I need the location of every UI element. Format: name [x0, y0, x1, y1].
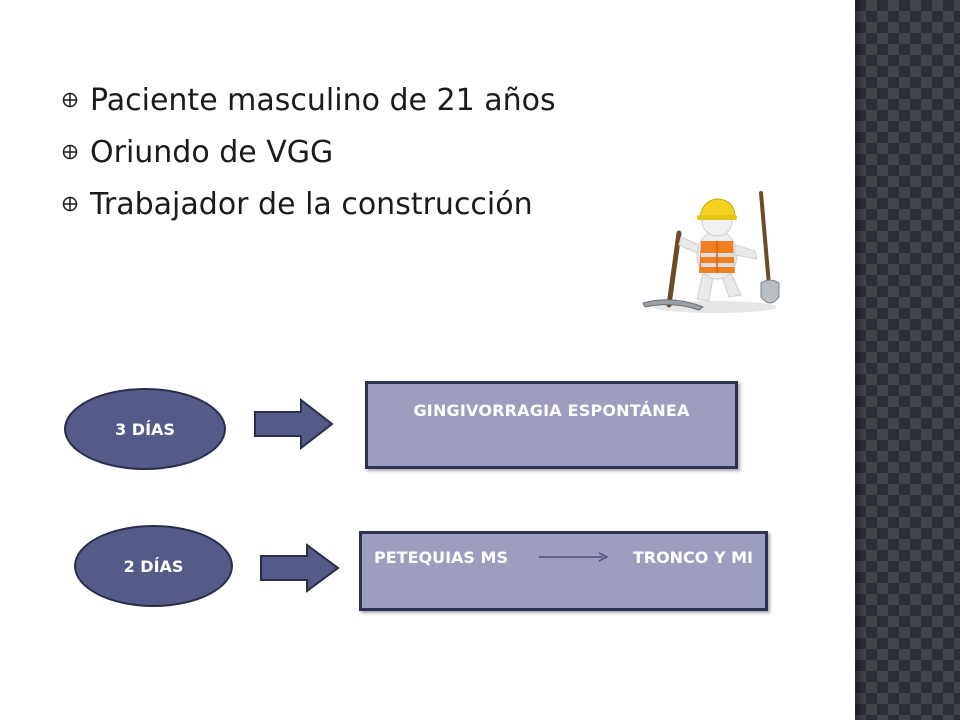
finding-to-text: TRONCO Y MI: [632, 548, 753, 567]
duration-label: 2 DÍAS: [123, 556, 184, 576]
bullet-item: Oriundo de VGG: [62, 126, 556, 178]
duration-ellipse-2-days: 2 DÍAS: [74, 525, 233, 607]
target-bullet-icon: [62, 92, 78, 108]
bullet-text: Oriundo de VGG: [90, 134, 334, 170]
bullet-item: Trabajador de la construcción: [62, 178, 556, 230]
duration-label: 3 DÍAS: [115, 419, 175, 439]
bullet-item: Paciente masculino de 21 años: [62, 74, 556, 126]
construction-worker-icon: [642, 191, 780, 313]
decorative-side-band: [855, 0, 960, 720]
duration-ellipse-3-days: 3 DÍAS: [64, 388, 226, 470]
target-bullet-icon: [62, 144, 78, 160]
right-arrow-icon: [254, 398, 334, 450]
finding-from-text: PETEQUIAS MS: [374, 548, 508, 567]
finding-box-1: GINGIVORRAGIA ESPONTÁNEA: [365, 381, 738, 469]
right-arrow-icon: [260, 543, 340, 593]
finding-box-2: PETEQUIAS MS TRONCO Y MI: [359, 531, 768, 611]
bullet-text: Trabajador de la construcción: [90, 186, 533, 222]
target-bullet-icon: [62, 196, 78, 212]
finding-text: GINGIVORRAGIA ESPONTÁNEA: [413, 401, 690, 420]
thin-arrow-icon: [539, 552, 609, 562]
bullet-text: Paciente masculino de 21 años: [90, 82, 556, 118]
bullet-list: Paciente masculino de 21 años Oriundo de…: [62, 74, 556, 230]
